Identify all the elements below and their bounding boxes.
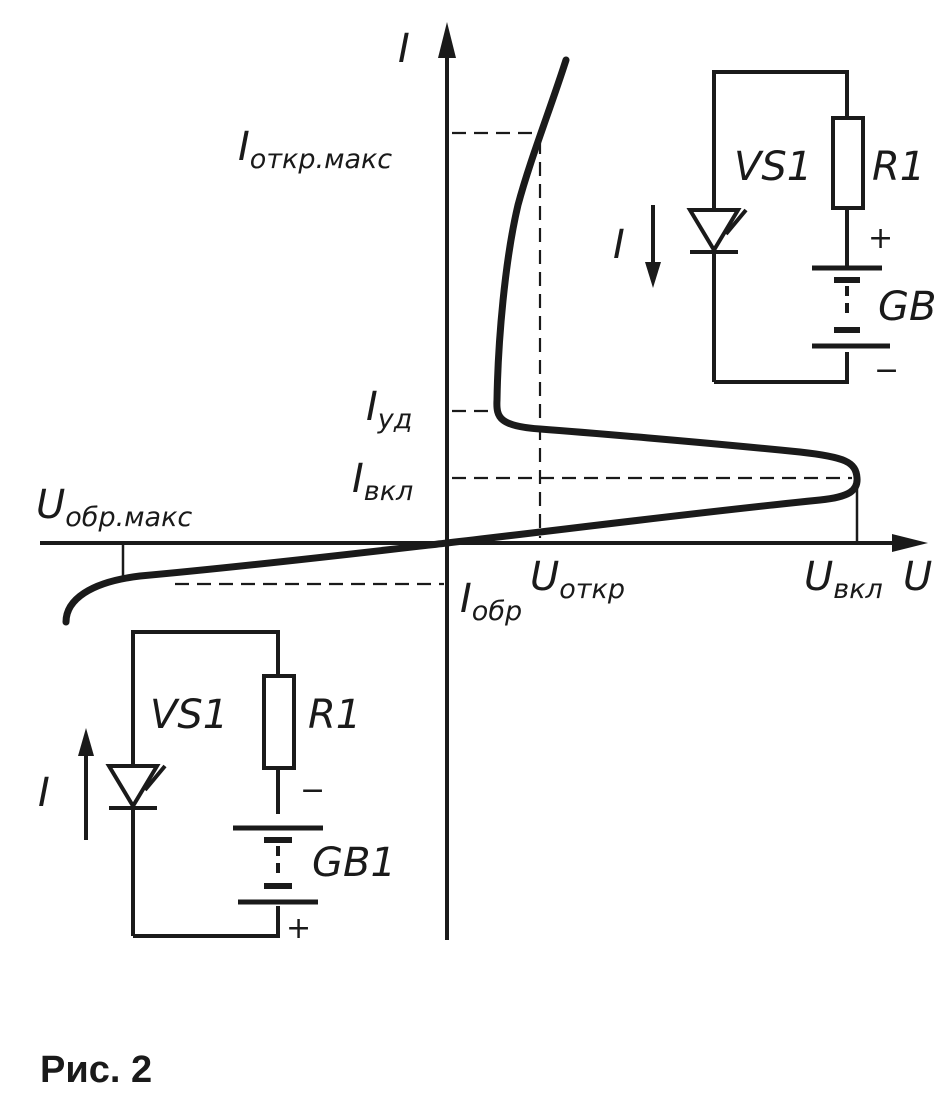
circuit-forward-current-label: I <box>613 222 625 268</box>
label-i-otkr-maks: Iоткр.макс <box>238 124 392 175</box>
circuit-reverse-wire <box>131 630 280 766</box>
circuit-reverse-resistor-label: R1 <box>308 692 361 738</box>
current-arrow-down-icon <box>645 205 661 288</box>
circuit-forward-thyristor-label: VS1 <box>734 144 812 190</box>
y-axis-label: I <box>398 26 410 72</box>
y-axis-arrowhead <box>438 22 456 58</box>
circuit-reverse-current-label: I <box>38 770 50 816</box>
iv-curve-reverse <box>62 539 451 626</box>
label-i-vkl: Iвкл <box>352 456 413 507</box>
figure-caption: Рис. 2 <box>40 1049 152 1091</box>
thyristor-vs1-forward-icon <box>686 208 748 254</box>
circuit-reverse: I VS1 R1 GB1 − + <box>38 630 396 946</box>
iv-curve-forward <box>443 56 861 547</box>
circuit-forward-wire-bottom <box>714 352 849 384</box>
current-arrow-up-icon <box>78 728 94 840</box>
label-i-obr: Iобр <box>460 576 522 627</box>
label-u-vkl: Uвкл <box>804 554 883 605</box>
circuit-forward-battery-label: GB1 <box>878 284 935 330</box>
battery-gb1-forward-icon <box>812 265 890 349</box>
x-axis-arrowhead <box>892 534 928 552</box>
circuit-reverse-battery-label: GB1 <box>312 840 396 886</box>
circuit-forward-plus: + <box>868 221 893 256</box>
circuit-reverse-thyristor-label: VS1 <box>150 692 228 738</box>
circuit-reverse-minus: − <box>300 773 325 808</box>
thyristor-vs1-reverse-icon <box>105 764 167 810</box>
resistor-r1-reverse <box>262 674 296 770</box>
resistor-r1-forward <box>831 116 865 210</box>
label-u-otkr: Uоткр <box>530 554 625 605</box>
label-u-obr-maks: Uобр.макс <box>36 482 192 533</box>
circuit-reverse-wire-bottom <box>133 906 280 938</box>
circuit-forward-wire <box>712 70 849 210</box>
label-i-ud: Iуд <box>366 384 412 435</box>
circuit-forward-resistor-label: R1 <box>872 144 925 190</box>
circuit-forward-minus: − <box>874 353 899 388</box>
circuit-reverse-plus: + <box>286 911 311 946</box>
x-axis-label: U <box>903 554 932 600</box>
battery-gb1-reverse-icon <box>233 825 323 905</box>
circuit-forward: I VS1 R1 GB1 + − <box>613 70 935 388</box>
